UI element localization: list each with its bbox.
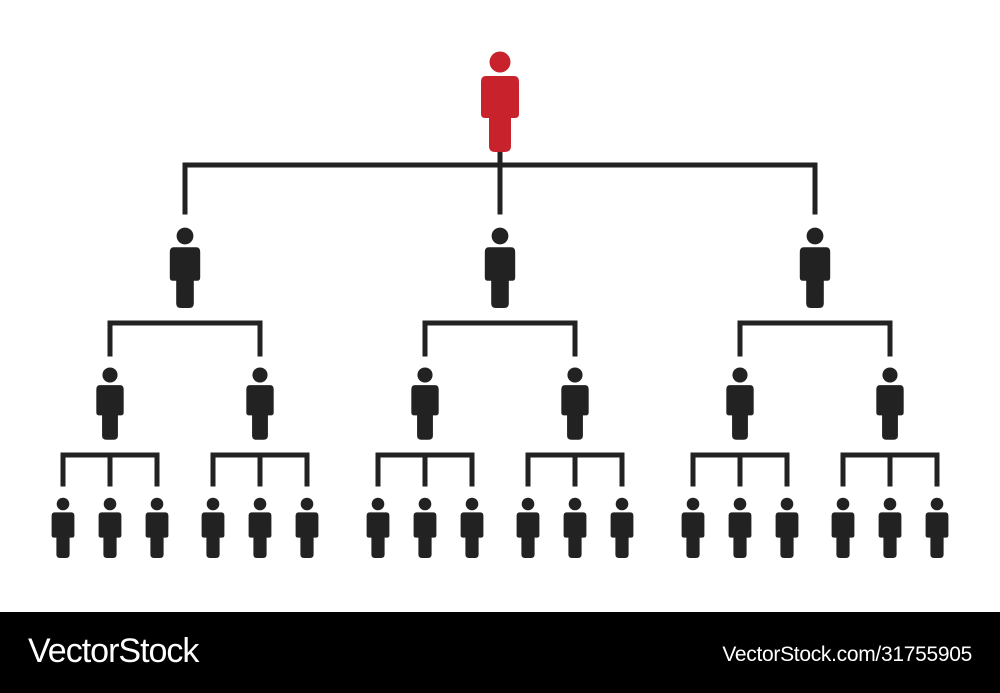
- person-icon: [563, 497, 587, 558]
- person-body-icon: [201, 512, 225, 558]
- person-body-icon: [561, 385, 589, 440]
- person-head-icon: [732, 367, 748, 383]
- person-head-icon: [252, 367, 268, 383]
- person-head-icon: [930, 497, 944, 511]
- person-body-icon: [681, 512, 705, 558]
- person-icon: [96, 367, 124, 440]
- person-icon: [681, 497, 705, 558]
- person-body-icon: [248, 512, 272, 558]
- person-body-icon: [460, 512, 484, 558]
- person-body-icon: [726, 385, 754, 440]
- person-body-icon: [799, 247, 831, 308]
- person-body-icon: [98, 512, 122, 558]
- person-head-icon: [883, 497, 897, 511]
- person-head-icon: [733, 497, 747, 511]
- person-head-icon: [56, 497, 70, 511]
- person-head-icon: [417, 367, 433, 383]
- person-head-icon: [806, 227, 824, 245]
- person-body-icon: [728, 512, 752, 558]
- person-head-icon: [780, 497, 794, 511]
- person-body-icon: [481, 76, 519, 152]
- person-body-icon: [563, 512, 587, 558]
- brand-logo-text: VectorStock: [28, 632, 199, 670]
- person-icon: [413, 497, 437, 558]
- person-body-icon: [516, 512, 540, 558]
- person-body-icon: [484, 247, 516, 308]
- watermark-footer: VectorStock VectorStock.com/31755905: [0, 612, 1000, 693]
- person-icon: [516, 497, 540, 558]
- person-body-icon: [51, 512, 75, 558]
- person-body-icon: [295, 512, 319, 558]
- person-body-icon: [775, 512, 799, 558]
- connector-lines: [60, 149, 940, 487]
- person-head-icon: [489, 51, 511, 73]
- person-head-icon: [300, 497, 314, 511]
- person-body-icon: [876, 385, 904, 440]
- person-head-icon: [491, 227, 509, 245]
- person-icon: [775, 497, 799, 558]
- person-body-icon: [169, 247, 201, 308]
- person-icon: [484, 227, 516, 308]
- person-icon: [460, 497, 484, 558]
- person-icon: [726, 367, 754, 440]
- person-head-icon: [206, 497, 220, 511]
- person-body-icon: [831, 512, 855, 558]
- person-head-icon: [150, 497, 164, 511]
- root-person-icon: [481, 51, 519, 152]
- person-icon: [925, 497, 949, 558]
- person-icon: [51, 497, 75, 558]
- person-body-icon: [878, 512, 902, 558]
- person-head-icon: [568, 497, 582, 511]
- person-icon: [799, 227, 831, 308]
- person-head-icon: [103, 497, 117, 511]
- person-icon: [610, 497, 634, 558]
- person-head-icon: [615, 497, 629, 511]
- person-head-icon: [836, 497, 850, 511]
- person-icon: [169, 227, 201, 308]
- person-icon: [366, 497, 390, 558]
- person-icon: [878, 497, 902, 558]
- person-head-icon: [176, 227, 194, 245]
- person-icon: [201, 497, 225, 558]
- person-icon: [98, 497, 122, 558]
- person-head-icon: [371, 497, 385, 511]
- person-body-icon: [411, 385, 439, 440]
- person-head-icon: [521, 497, 535, 511]
- person-icon: [728, 497, 752, 558]
- stock-reference-text: VectorStock.com/31755905: [722, 643, 972, 666]
- person-body-icon: [145, 512, 169, 558]
- person-icon: [145, 497, 169, 558]
- person-head-icon: [567, 367, 583, 383]
- person-head-icon: [686, 497, 700, 511]
- person-body-icon: [366, 512, 390, 558]
- person-icon: [295, 497, 319, 558]
- org-chart-diagram: [51, 51, 949, 558]
- person-body-icon: [96, 385, 124, 440]
- person-body-icon: [610, 512, 634, 558]
- person-icon: [411, 367, 439, 440]
- person-nodes: [51, 51, 949, 558]
- person-icon: [246, 367, 274, 440]
- person-body-icon: [246, 385, 274, 440]
- person-body-icon: [413, 512, 437, 558]
- person-head-icon: [465, 497, 479, 511]
- person-head-icon: [253, 497, 267, 511]
- person-icon: [561, 367, 589, 440]
- person-head-icon: [882, 367, 898, 383]
- person-icon: [876, 367, 904, 440]
- person-body-icon: [925, 512, 949, 558]
- person-head-icon: [418, 497, 432, 511]
- person-head-icon: [102, 367, 118, 383]
- person-icon: [831, 497, 855, 558]
- person-icon: [248, 497, 272, 558]
